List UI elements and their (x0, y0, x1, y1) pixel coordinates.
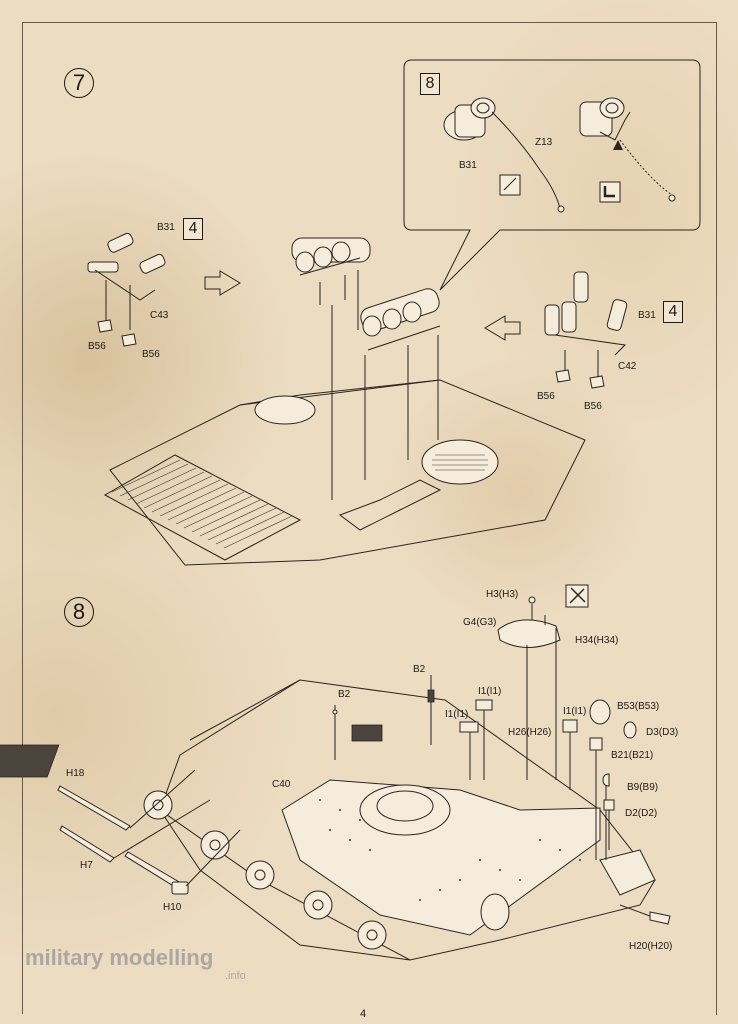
label-b2-top: B2 (413, 664, 426, 675)
label-c43: C43 (150, 310, 169, 321)
watermark: military modelling (25, 945, 214, 970)
step7-hull-deck (103, 379, 586, 566)
label-h10: H10 (163, 902, 182, 913)
label-i1-a: I1(I1) (478, 686, 502, 697)
quantity-left: 4 (188, 220, 198, 237)
label-b2: B2 (338, 689, 351, 700)
quantity-badge-right: 4· · · (663, 301, 683, 323)
label-h18: H18 (66, 768, 85, 779)
label-h26: H26(H26) (508, 727, 552, 738)
label-h3: H3(H3) (486, 589, 519, 600)
engine-grille (111, 459, 293, 549)
quantity-badge-left: 4· · · (183, 218, 203, 240)
label-inset-b31: B31 (459, 160, 477, 171)
inset-callout-frame (403, 59, 701, 291)
label-b56-left-2: B56 (142, 349, 160, 360)
smoke-discharger-rack-right (360, 288, 441, 480)
part-b53 (589, 699, 637, 739)
arrow-right (204, 270, 241, 296)
step8-hull (0, 679, 656, 961)
smoke-discharger-rack-left (291, 237, 371, 500)
tool-h18 (57, 769, 196, 831)
label-i1-c: I1(I1) (563, 706, 587, 717)
step-number-8: 8 (64, 597, 94, 627)
tool-h10 (124, 829, 241, 895)
part-i1-b (459, 721, 479, 780)
part-h20 (619, 904, 671, 925)
inset-step-number: 8 (425, 75, 435, 92)
arrow-left (484, 315, 521, 341)
bend-icon (599, 181, 621, 203)
label-h34: H34(H34) (575, 635, 619, 646)
label-b53: B53(B53) (617, 701, 660, 712)
label-inset-z13: Z13 (535, 137, 553, 148)
inset-part-b31-right (579, 97, 676, 202)
label-d2: D2(D2) (625, 808, 658, 819)
part-d2 (603, 799, 615, 850)
label-g4: G4(G3) (463, 617, 497, 628)
step7-right-subassembly (544, 271, 628, 389)
label-h20: H20(H20) (629, 941, 673, 952)
page-number: 4 (360, 1008, 367, 1020)
inset-step-badge: 8· · · (420, 73, 440, 95)
part-b2 (332, 705, 338, 760)
step-number-7: 7 (64, 68, 94, 98)
part-i1-c (562, 719, 578, 790)
label-c42: C42 (618, 361, 637, 372)
page-border (22, 22, 717, 1015)
page-border-left (22, 22, 23, 1014)
watermark-suffix: .info (225, 970, 246, 982)
cupola-part-g4 (497, 596, 561, 780)
label-c40: C40 (272, 779, 291, 790)
label-b9: B9(B9) (627, 782, 659, 793)
part-i1-a (475, 699, 493, 780)
part-b21 (589, 737, 603, 860)
road-wheels (143, 790, 387, 950)
label-b56-left-1: B56 (88, 341, 106, 352)
inset-part-b31-left (443, 97, 565, 213)
step7-left-subassembly (87, 232, 166, 347)
glue-icon (499, 174, 521, 196)
label-b56-right-2: B56 (584, 401, 602, 412)
label-b31-right: B31 (638, 310, 656, 321)
part-b9 (602, 773, 610, 860)
label-b56-right-1: B56 (537, 391, 555, 402)
part-b2-top (427, 675, 435, 745)
label-i1-b: I1(I1) (445, 709, 469, 720)
label-b21: B21(B21) (611, 750, 654, 761)
quantity-right: 4 (668, 303, 678, 320)
label-b31-left: B31 (157, 222, 175, 233)
tool-h7 (59, 799, 211, 863)
label-d3: D3(D3) (646, 727, 679, 738)
label-h7: H7 (80, 860, 93, 871)
